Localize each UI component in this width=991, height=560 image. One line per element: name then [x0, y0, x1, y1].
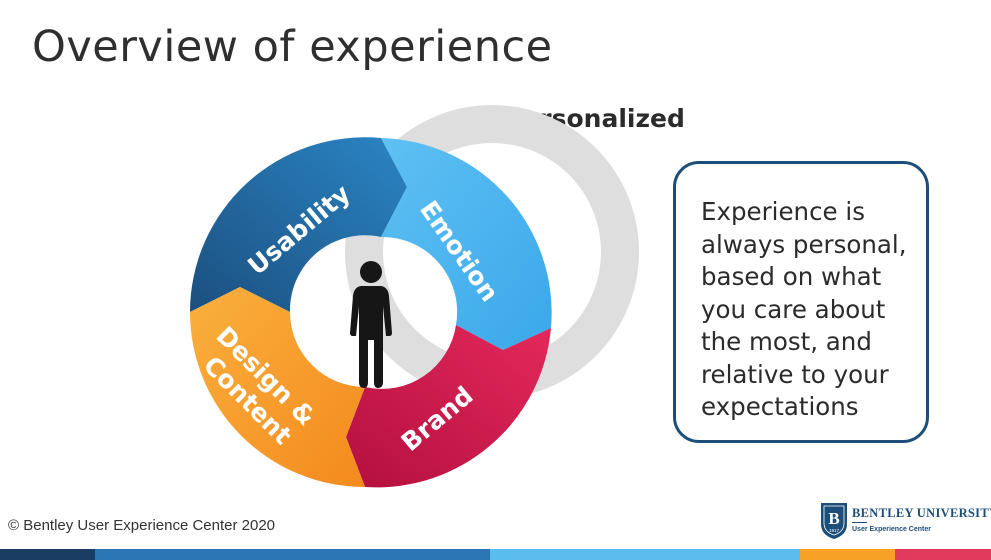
shield-icon: B 1917 — [821, 503, 847, 539]
logo-year: 1917 — [829, 528, 840, 533]
logo-subtitle: User Experience Center — [852, 526, 931, 533]
footer-bar-navy — [0, 549, 95, 560]
footer-bar-orange — [800, 549, 895, 560]
person-icon — [350, 261, 392, 388]
footer-color-bar — [0, 549, 991, 560]
logo-divider — [852, 522, 867, 523]
wheel-segment-design-content: Design & Content — [190, 287, 365, 487]
callout-text: Experience is always personal, based on … — [701, 197, 907, 421]
bentley-logo: B 1917 BENTLEY UNIVERSITY User Experienc… — [818, 502, 991, 542]
logo-letter: B — [828, 509, 839, 528]
slide-title: Overview of experience — [32, 22, 553, 72]
wheel-segment-emotion: Emotion — [381, 138, 552, 350]
wheel-segment-brand: Brand — [346, 325, 551, 488]
footer-bar-blue — [95, 549, 490, 560]
footer-bar-lightblue — [490, 549, 800, 560]
logo-name: BENTLEY UNIVERSITY — [852, 506, 991, 520]
copyright-text: © Bentley User Experience Center 2020 — [8, 517, 276, 534]
footer-bar-red — [895, 549, 991, 560]
callout-box: Experience is always personal, based on … — [673, 161, 929, 443]
